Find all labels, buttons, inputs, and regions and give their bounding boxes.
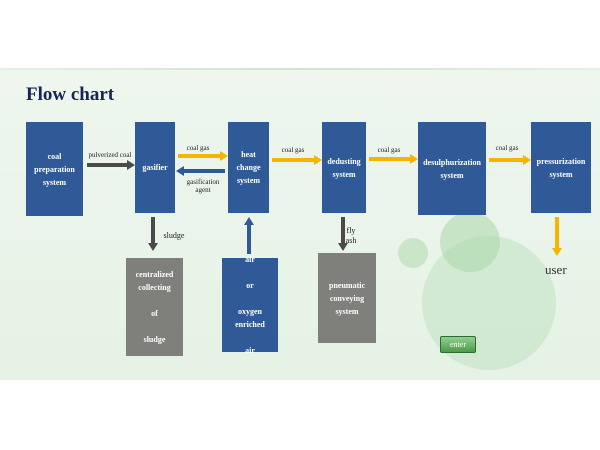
- arrowhead-heat-to-dedusting: [314, 155, 322, 165]
- arrowhead-gasifier-to-sludge: [148, 243, 158, 251]
- pressurization-system-box[interactable]: pressurization system: [531, 122, 591, 213]
- arrowhead-heat-to-gasifier: [176, 166, 184, 176]
- pneumatic-conveying-box[interactable]: pneumatic conveying system: [318, 253, 376, 343]
- arrowhead-gasifier-to-heat: [220, 151, 228, 161]
- label-fly-ash: fly ash: [345, 226, 357, 245]
- gasifier-box[interactable]: gasifier: [135, 122, 175, 213]
- label-coal-gas-3: coal gas: [377, 146, 401, 154]
- arrowhead-dedusting-to-desulph: [410, 154, 418, 164]
- label-sludge: sludge: [163, 231, 185, 240]
- top-divider: [0, 68, 600, 70]
- arrowhead-air-to-heat: [244, 217, 254, 225]
- decor-circle-medium: [440, 212, 500, 272]
- heat-change-system-box[interactable]: heat change system: [228, 122, 269, 213]
- label-gasification-agent: gasification agent: [186, 178, 220, 194]
- sludge-collecting-box[interactable]: centralized collecting of sludge: [126, 258, 183, 356]
- air-oxygen-box[interactable]: air or oxygen enriched air: [222, 255, 278, 355]
- label-coal-gas-2: coal gas: [281, 146, 305, 154]
- label-coal-gas-4: coal gas: [495, 144, 519, 152]
- dedusting-system-box[interactable]: dedusting system: [322, 122, 366, 213]
- arrowhead-dedusting-to-pneumatic: [338, 243, 348, 251]
- arrowhead-coal-to-gasifier: [127, 160, 135, 170]
- diagram-background: [0, 68, 600, 380]
- decor-circle-small: [398, 238, 428, 268]
- enter-button[interactable]: enter: [440, 336, 476, 353]
- label-pulverized-coal: pulverized coal: [88, 151, 132, 159]
- label-user: user: [545, 262, 567, 277]
- label-coal-gas-1: coal gas: [186, 144, 210, 152]
- desulphurization-system-box[interactable]: desulphurization system: [418, 122, 486, 215]
- coal-preparation-system-box[interactable]: coal preparation system: [26, 122, 83, 216]
- arrowhead-desulph-to-pressurization: [523, 155, 531, 165]
- page-title: Flow chart: [26, 84, 115, 105]
- arrowhead-pressurization-to-user: [552, 248, 562, 256]
